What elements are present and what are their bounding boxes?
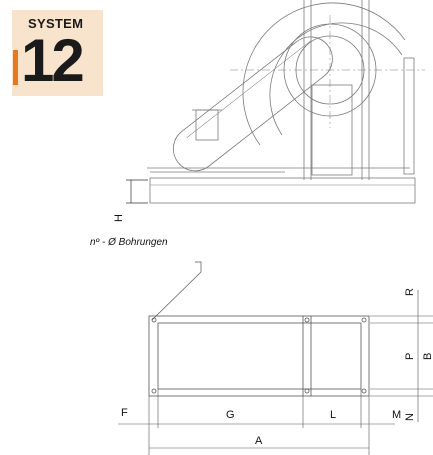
dim-H <box>126 179 148 204</box>
label-G: G <box>226 409 235 421</box>
badge-system-label: SYSTEM <box>28 16 84 31</box>
label-F: F <box>121 407 128 419</box>
label-R: R <box>404 288 416 296</box>
motor-arm <box>172 36 333 172</box>
mount-hole <box>361 317 367 323</box>
system-badge: SYSTEM 12 <box>12 10 103 96</box>
side-view <box>147 0 425 204</box>
plan-inner-frame <box>157 322 362 390</box>
label-L: L <box>330 409 336 421</box>
holes-caption: nº - Ø Bohrungen <box>90 237 168 248</box>
holes-leader <box>151 261 202 321</box>
right-dims <box>370 290 433 422</box>
badge-system-number: 12 <box>21 27 85 94</box>
base-frame <box>149 177 416 204</box>
plan-view <box>148 315 370 397</box>
plan-outer-frame <box>148 315 370 397</box>
label-B: B <box>422 353 433 360</box>
label-M: M <box>392 409 401 421</box>
fan-housing <box>242 2 406 146</box>
label-A: A <box>255 435 263 447</box>
mount-hole <box>151 317 157 323</box>
label-H: H <box>113 214 125 222</box>
mount-hole <box>151 388 157 394</box>
fan-housing-inner <box>269 22 403 136</box>
motor-block <box>311 84 353 176</box>
outlet-flange <box>403 57 415 175</box>
motor-mount <box>195 109 219 141</box>
mount-hole <box>361 388 367 394</box>
mount-hole <box>304 388 310 394</box>
label-N: N <box>404 413 416 421</box>
label-P: P <box>404 353 416 360</box>
mount-hole <box>304 317 310 323</box>
bottom-dims <box>118 389 395 455</box>
badge-accent-bar <box>13 50 18 85</box>
